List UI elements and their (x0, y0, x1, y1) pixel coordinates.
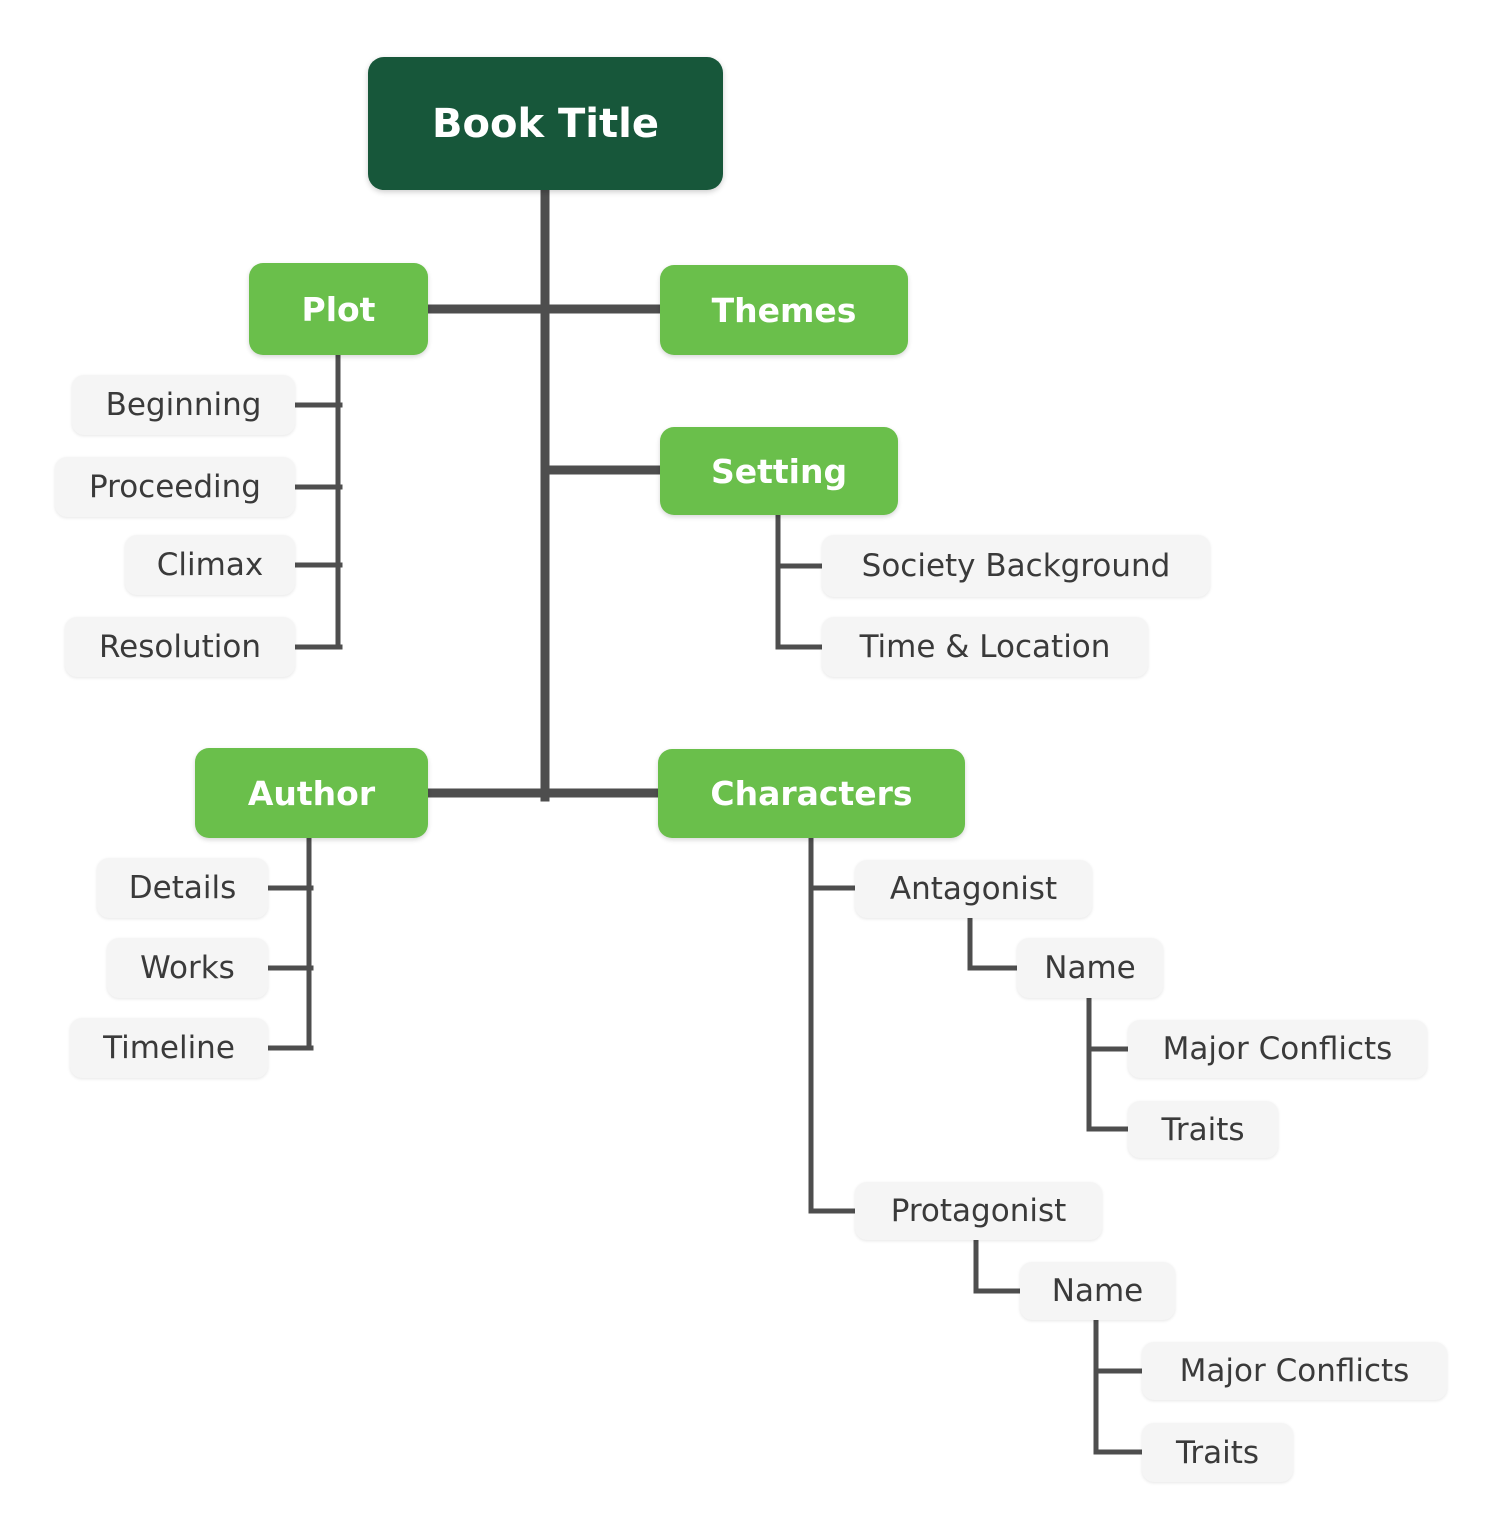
node-protagonist[interactable]: Protagonist (855, 1182, 1102, 1240)
node-works[interactable]: Works (107, 938, 268, 998)
node-protagonist-traits[interactable]: Traits (1142, 1423, 1293, 1482)
node-author[interactable]: Author (195, 748, 428, 838)
node-antagonist-major-conflicts[interactable]: Major Conflicts (1128, 1020, 1427, 1078)
node-society-background[interactable]: Society Background (822, 535, 1210, 597)
connector-protagonist-name (973, 1237, 1023, 1294)
connector-antagonist-name (967, 915, 1020, 971)
node-climax[interactable]: Climax (125, 535, 295, 595)
node-timeline[interactable]: Timeline (70, 1018, 268, 1078)
node-plot[interactable]: Plot (249, 263, 428, 355)
node-antagonist-traits[interactable]: Traits (1128, 1101, 1278, 1158)
node-antagonist-name[interactable]: Name (1017, 938, 1163, 998)
node-antagonist[interactable]: Antagonist (855, 860, 1092, 918)
node-beginning[interactable]: Beginning (72, 375, 295, 435)
node-proceeding[interactable]: Proceeding (55, 457, 295, 517)
node-characters[interactable]: Characters (658, 749, 965, 838)
node-book-title[interactable]: Book Title (368, 57, 723, 190)
node-resolution[interactable]: Resolution (65, 617, 295, 677)
node-protagonist-major-conflicts[interactable]: Major Conflicts (1142, 1342, 1447, 1400)
node-protagonist-name[interactable]: Name (1020, 1262, 1175, 1320)
node-themes[interactable]: Themes (660, 265, 908, 355)
node-time-location[interactable]: Time & Location (822, 617, 1148, 677)
node-setting[interactable]: Setting (660, 427, 898, 515)
node-details[interactable]: Details (97, 858, 268, 918)
